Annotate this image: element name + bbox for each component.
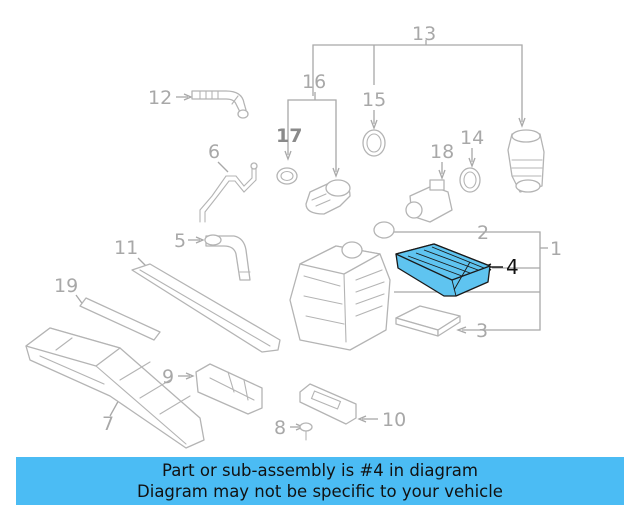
part-3-filter-element [395,305,461,337]
part-8-fastener [299,422,313,441]
callout-3: 3 [476,320,488,342]
part-19-bracket [79,297,161,341]
callout-2: 2 [477,222,489,244]
info-banner: Part or sub-assembly is #4 in diagram Di… [16,457,624,505]
part-10-bracket [299,383,357,425]
part-14-clamp [459,167,481,193]
part-6-vent-line [199,162,258,223]
callout-4: 4 [506,255,519,279]
leader-16 [287,99,337,172]
arrow-3 [456,326,467,334]
part-2-seal [373,221,395,239]
callout-5: 5 [174,230,186,252]
callout-17: 17 [276,125,302,147]
callout-18: 18 [430,141,454,163]
callout-11: 11 [114,237,138,259]
callout-labels: 13 16 12 15 17 14 6 18 2 5 1 11 4 19 3 9… [54,23,562,439]
leader-lines [75,40,548,431]
arrow-18 [438,169,446,180]
callout-1: 1 [550,238,562,260]
callout-9: 9 [162,366,174,388]
callout-15: 15 [362,89,386,111]
part-12-breather-hose [191,90,249,119]
callout-8: 8 [274,417,286,439]
arrow-9 [185,372,195,380]
part-7-air-duct [25,327,205,449]
leader-6 [217,161,229,173]
arrow-16 [332,167,340,178]
callout-16: 16 [302,71,326,93]
arrow-15 [370,119,378,130]
part-4-highlighted-cover [395,243,491,297]
part-5-intake-pipe [204,234,251,281]
leader-1 [390,231,541,331]
part-16-duct-elbow [305,179,351,215]
callout-12: 12 [148,87,172,109]
callout-10: 10 [382,409,406,431]
callout-14: 14 [460,127,484,149]
arrow-14 [468,157,476,168]
leader-13 [312,44,523,122]
callout-6: 6 [208,141,220,163]
arrow-12 [183,93,193,101]
part-11-seal-strip [131,263,281,353]
part-9-resonator [195,363,263,415]
banner-line-disclaimer: Diagram may not be specific to your vehi… [137,482,503,501]
arrow-5 [195,236,205,244]
part-17-seal-ring [276,167,298,185]
callout-7: 7 [102,413,114,435]
arrow-13 [518,117,526,128]
part-13-intake-hose [507,129,545,193]
banner-line-part-info: Part or sub-assembly is #4 in diagram [162,461,478,480]
callout-13: 13 [412,23,436,45]
part-1-air-cleaner-housing [289,241,391,351]
callout-19: 19 [54,275,78,297]
part-15-clamp [362,129,386,157]
part-18-mass-air-flow-sensor [405,179,453,223]
arrow-17 [284,150,292,161]
arrow-10 [357,415,367,423]
